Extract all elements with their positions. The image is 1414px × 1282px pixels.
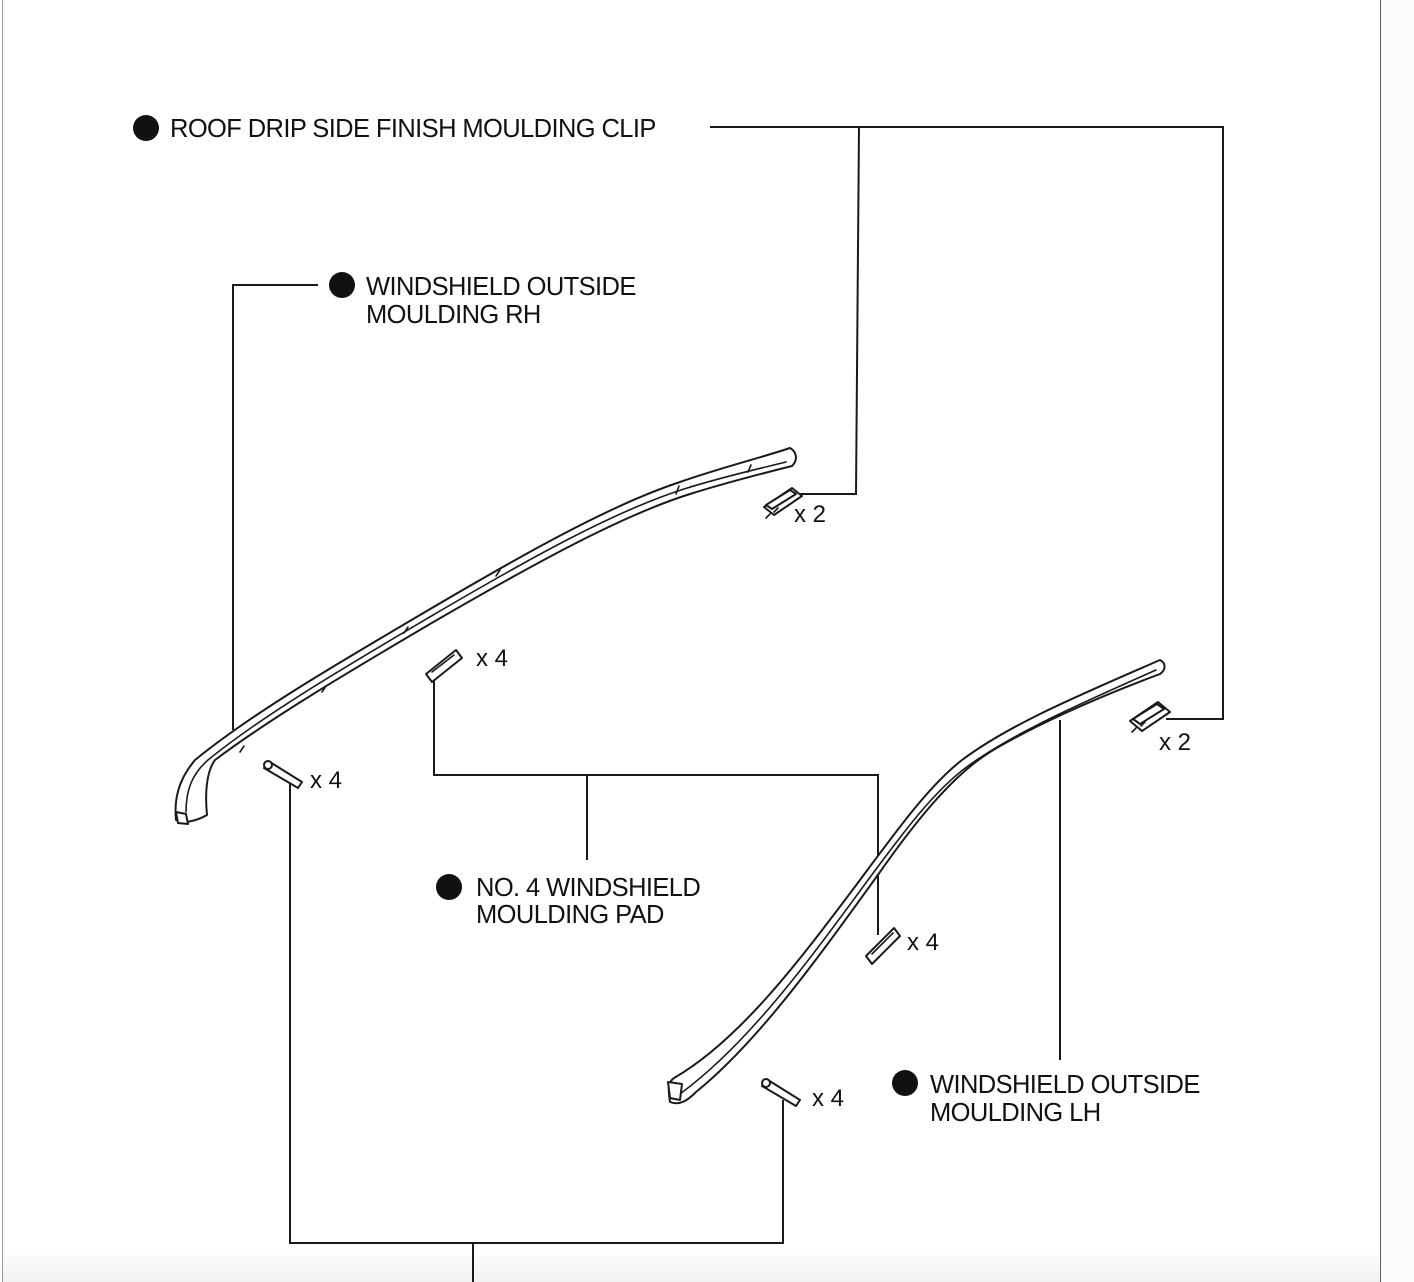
moulding-lh-inner-edge [679,669,1157,1095]
moulding-rh-notch-4 [495,569,501,577]
moulding-lh-body [667,659,1166,1105]
roof-clip-lh-detail [1131,721,1146,733]
label-moulding-rh-1: WINDSHIELD OUTSIDE [366,273,636,301]
moulding-rh-notch-1 [239,745,245,753]
page-border-right [1380,0,1381,1282]
label-roof-clip: ROOF DRIP SIDE FINISH MOULDING CLIP [170,115,656,143]
page-margin [1381,0,1414,1282]
roof-clip-lh [1129,701,1171,733]
label-moulding-lh-1: WINDSHIELD OUTSIDE [930,1071,1200,1099]
moulding-rh-end-cap [175,811,189,825]
roof-clip-rh-detail [765,507,779,519]
moulding-rh-notch-6 [747,464,752,473]
moulding-lh-end-cap [667,1081,683,1101]
roof-clip-rh [763,487,803,519]
bullet-moulding-lh [892,1070,918,1096]
label-pad-2: MOULDING PAD [476,901,664,929]
leader-lines [232,126,1224,1282]
moulding-pad-lh-shape [865,927,901,965]
bullet-roof-clip [133,115,159,141]
moulding-rh-notch-3 [403,626,409,634]
count-roof-clip-lh: x 2 [1159,729,1191,756]
leader-pins [289,780,784,1244]
pin-rh [263,760,303,789]
count-pad-lh: x 4 [907,929,939,956]
roof-clip-lh-top [1132,703,1165,725]
label-moulding-lh-2: MOULDING LH [930,1099,1101,1127]
roof-clip-rh-top [765,489,797,510]
label-pad-1: NO. 4 WINDSHIELD [476,874,700,902]
moulding-rh-notch-5 [675,485,680,495]
moulding-rh-notch-2 [321,685,327,693]
page-border-left [2,0,3,1282]
count-pin-lh: x 4 [812,1085,844,1112]
pin-lh-head [761,1078,771,1088]
count-roof-clip-rh: x 2 [794,501,826,528]
bullet-moulding-rh [329,272,355,298]
pin-lh [761,1078,801,1107]
pin-rh-head [263,760,273,770]
label-moulding-rh-2: MOULDING RH [366,301,541,329]
moulding-pad-lh-detail [871,932,894,955]
scroll-fade [3,1248,1380,1282]
bullet-pad [436,874,462,900]
leader-roof-clip-rh [800,126,860,495]
windshield-moulding-lh [667,659,1166,1105]
count-pin-rh: x 4 [310,767,342,794]
leader-moulding-rh [232,284,318,730]
count-pad-rh: x 4 [476,645,508,672]
moulding-rh-inner-edge [185,461,787,813]
moulding-pad-rh [425,649,463,683]
moulding-pad-rh-shape [425,649,463,683]
leader-roof-clip [710,126,1224,720]
moulding-rh-body [174,447,797,823]
windshield-moulding-rh [174,447,797,825]
moulding-pad-lh [865,927,901,965]
moulding-pad-rh-detail [431,654,455,673]
